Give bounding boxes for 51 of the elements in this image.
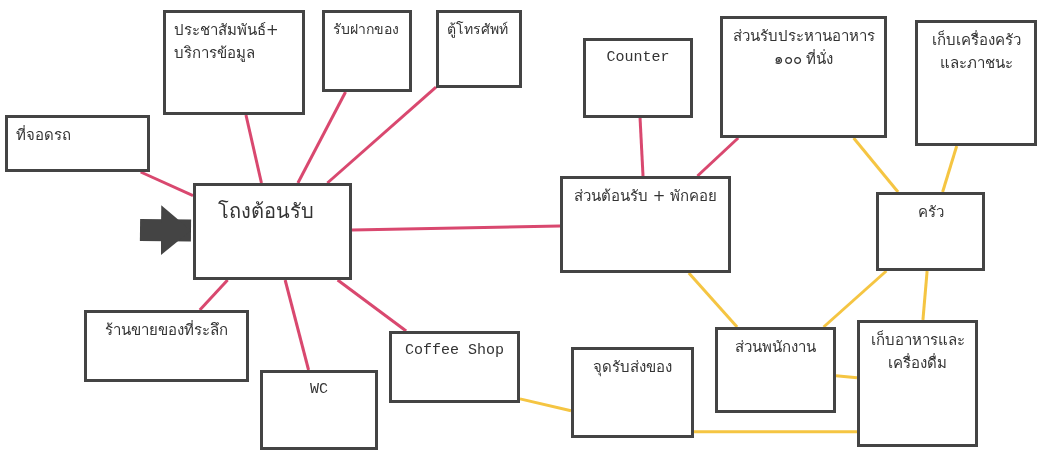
room-label: ส่วนต้อนรับ + พักคอย [572,186,719,207]
room-label: ที่จอดรถ [16,124,72,146]
room-label: โถงต้อนรับ [218,198,315,225]
room-box [571,347,694,438]
connector-line [696,136,740,178]
room-box [436,10,522,88]
connector-line [351,224,561,232]
room-label: Counter [605,48,671,68]
room-label: เก็บอาหารและ เครื่องดื่ม [869,329,966,374]
connector-line [835,374,858,380]
room-box [322,10,412,92]
room-box [583,38,693,118]
room-box [715,327,836,413]
connector-line [140,170,194,197]
connector-line [941,145,959,193]
room-box [193,183,352,280]
room-box [857,320,978,447]
room-box [720,16,887,138]
room-label: รับฝากของ [333,20,400,39]
room-box [389,331,520,403]
connector-line [519,397,572,413]
room-box [915,20,1037,146]
room-box [84,310,249,382]
room-label: ครัว [916,202,945,223]
connector-line [694,430,857,434]
connector-line [852,137,900,193]
room-box [163,10,305,115]
connector-line [198,279,229,311]
entrance-arrow [139,205,192,256]
connector-line [244,114,263,184]
room-box [5,115,150,172]
room-label: Coffee Shop [404,341,505,361]
connector-line [822,269,888,329]
connector-line [296,91,347,184]
connector-line [687,272,739,328]
room-label: ส่วนพนักงาน [734,337,817,358]
room-label: ร้านขายของที่ระลึก [104,319,229,341]
connector-line [283,279,311,371]
room-label: เก็บเครื่องครัว และภาชนะ [930,29,1022,74]
room-label: ส่วนรับประหานอาหาร ๑๐๐ ที่นั่ง [731,26,876,70]
connector-line [326,85,437,185]
room-label: ประชาสัมพันธ์+ บริการข้อมูล [174,20,280,64]
connector-line [336,278,408,333]
room-label: ตู้โทรศัพท์ [447,20,509,40]
room-box [260,370,378,450]
connector-line [921,270,929,321]
room-label: WC [309,380,329,400]
room-box [560,176,731,273]
connector-line [638,117,645,177]
room-label: จุดรับส่งของ [592,357,673,379]
room-box [876,192,985,271]
